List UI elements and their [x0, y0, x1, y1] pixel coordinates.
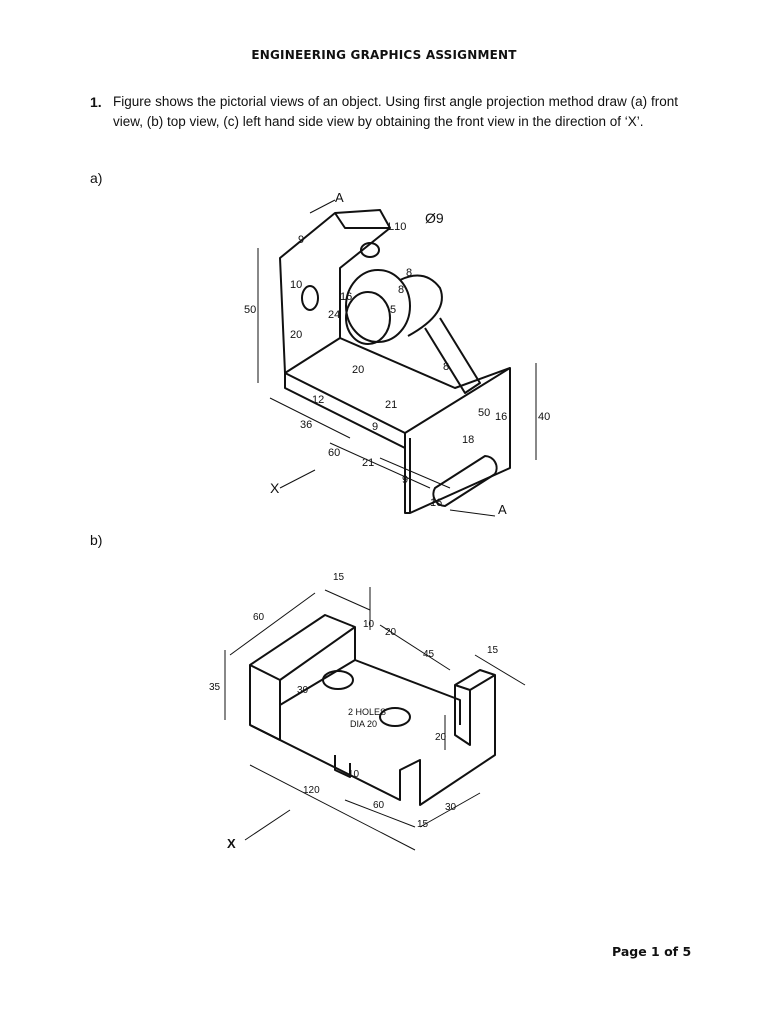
- hole-1: [322, 670, 354, 690]
- dim-9-b: 9: [372, 421, 378, 433]
- dim-40: 40: [538, 411, 550, 423]
- dim-20-top: 20: [385, 627, 397, 638]
- dim-10: 10: [290, 279, 302, 291]
- dim-9-c: 9: [402, 474, 408, 486]
- dim-5: 5: [390, 304, 396, 316]
- dim-20-a: 20: [290, 329, 302, 341]
- dim-24: 24: [328, 309, 340, 321]
- dim-60: 60: [328, 447, 340, 459]
- dim-16-c: 16: [430, 497, 442, 509]
- figure-b-drawing: 15 60 10 20 45 15 35 30 2 HOLES DIA 20 2…: [209, 572, 526, 851]
- dim-21-b: 21: [385, 399, 397, 411]
- figure-a-drawing: Ø9 L10 50 40 36 60 21 21 24 16 16 16 10 …: [244, 190, 550, 517]
- holes-note-line2: DIA 20: [350, 719, 377, 729]
- dim-9-a: 9: [298, 234, 304, 246]
- dim-l10: L10: [388, 221, 406, 233]
- page-footer: Page 1 of 5: [612, 944, 692, 959]
- section-a-bottom: A: [498, 502, 507, 517]
- front-face: [249, 675, 496, 806]
- dim-8-b: 8: [406, 267, 412, 279]
- dim-20-right: 20: [435, 732, 447, 743]
- dim-15-top: 15: [333, 572, 345, 583]
- dim-21-a: 21: [362, 457, 374, 469]
- dim-60-front: 60: [373, 800, 385, 811]
- dim-120: 120: [303, 785, 320, 796]
- dim-8-a: 8: [398, 284, 404, 296]
- dim-50-right: 50: [478, 407, 490, 419]
- dim-12: 12: [312, 394, 324, 406]
- dim-30-left: 30: [297, 685, 309, 696]
- dim-16-b: 16: [495, 411, 507, 423]
- view-direction-x-b: X: [227, 836, 236, 851]
- dim-18: 18: [462, 434, 474, 446]
- upright-plate: [279, 209, 391, 374]
- dim-8-c: 8: [443, 361, 449, 373]
- rib: [424, 317, 481, 394]
- dim-15-front: 15: [417, 819, 429, 830]
- question-text: Figure shows the pictorial views of an o…: [113, 94, 678, 129]
- dim-10-front: 10: [348, 769, 360, 780]
- dim-20-b: 20: [352, 364, 364, 376]
- view-direction-x: X: [270, 480, 280, 496]
- dim-30-front: 30: [445, 802, 457, 813]
- slot: [432, 455, 498, 507]
- holes-note-line1: 2 HOLES: [348, 707, 386, 717]
- figure-b-label: b): [90, 532, 103, 548]
- dim-phi9: Ø9: [425, 210, 444, 226]
- plate-hole: [301, 285, 319, 311]
- question-number: 1.: [90, 94, 102, 110]
- dim-10-top: 10: [363, 619, 375, 630]
- dim-50-left: 50: [244, 304, 256, 316]
- hole-2: [379, 707, 411, 727]
- base-block: [284, 367, 511, 514]
- dim-15-right: 15: [487, 645, 499, 656]
- dim-35: 35: [209, 682, 221, 693]
- page-title: ENGINEERING GRAPHICS ASSIGNMENT: [251, 48, 517, 62]
- section-a-top: A: [335, 190, 344, 205]
- dim-16-a: 16: [340, 291, 352, 303]
- right-end-top: [454, 669, 496, 691]
- dim-60-top: 60: [253, 612, 265, 623]
- dim-45: 45: [423, 649, 435, 660]
- boss-bore: [345, 291, 391, 345]
- dim-36: 36: [300, 419, 312, 431]
- figure-a-label: a): [90, 170, 103, 186]
